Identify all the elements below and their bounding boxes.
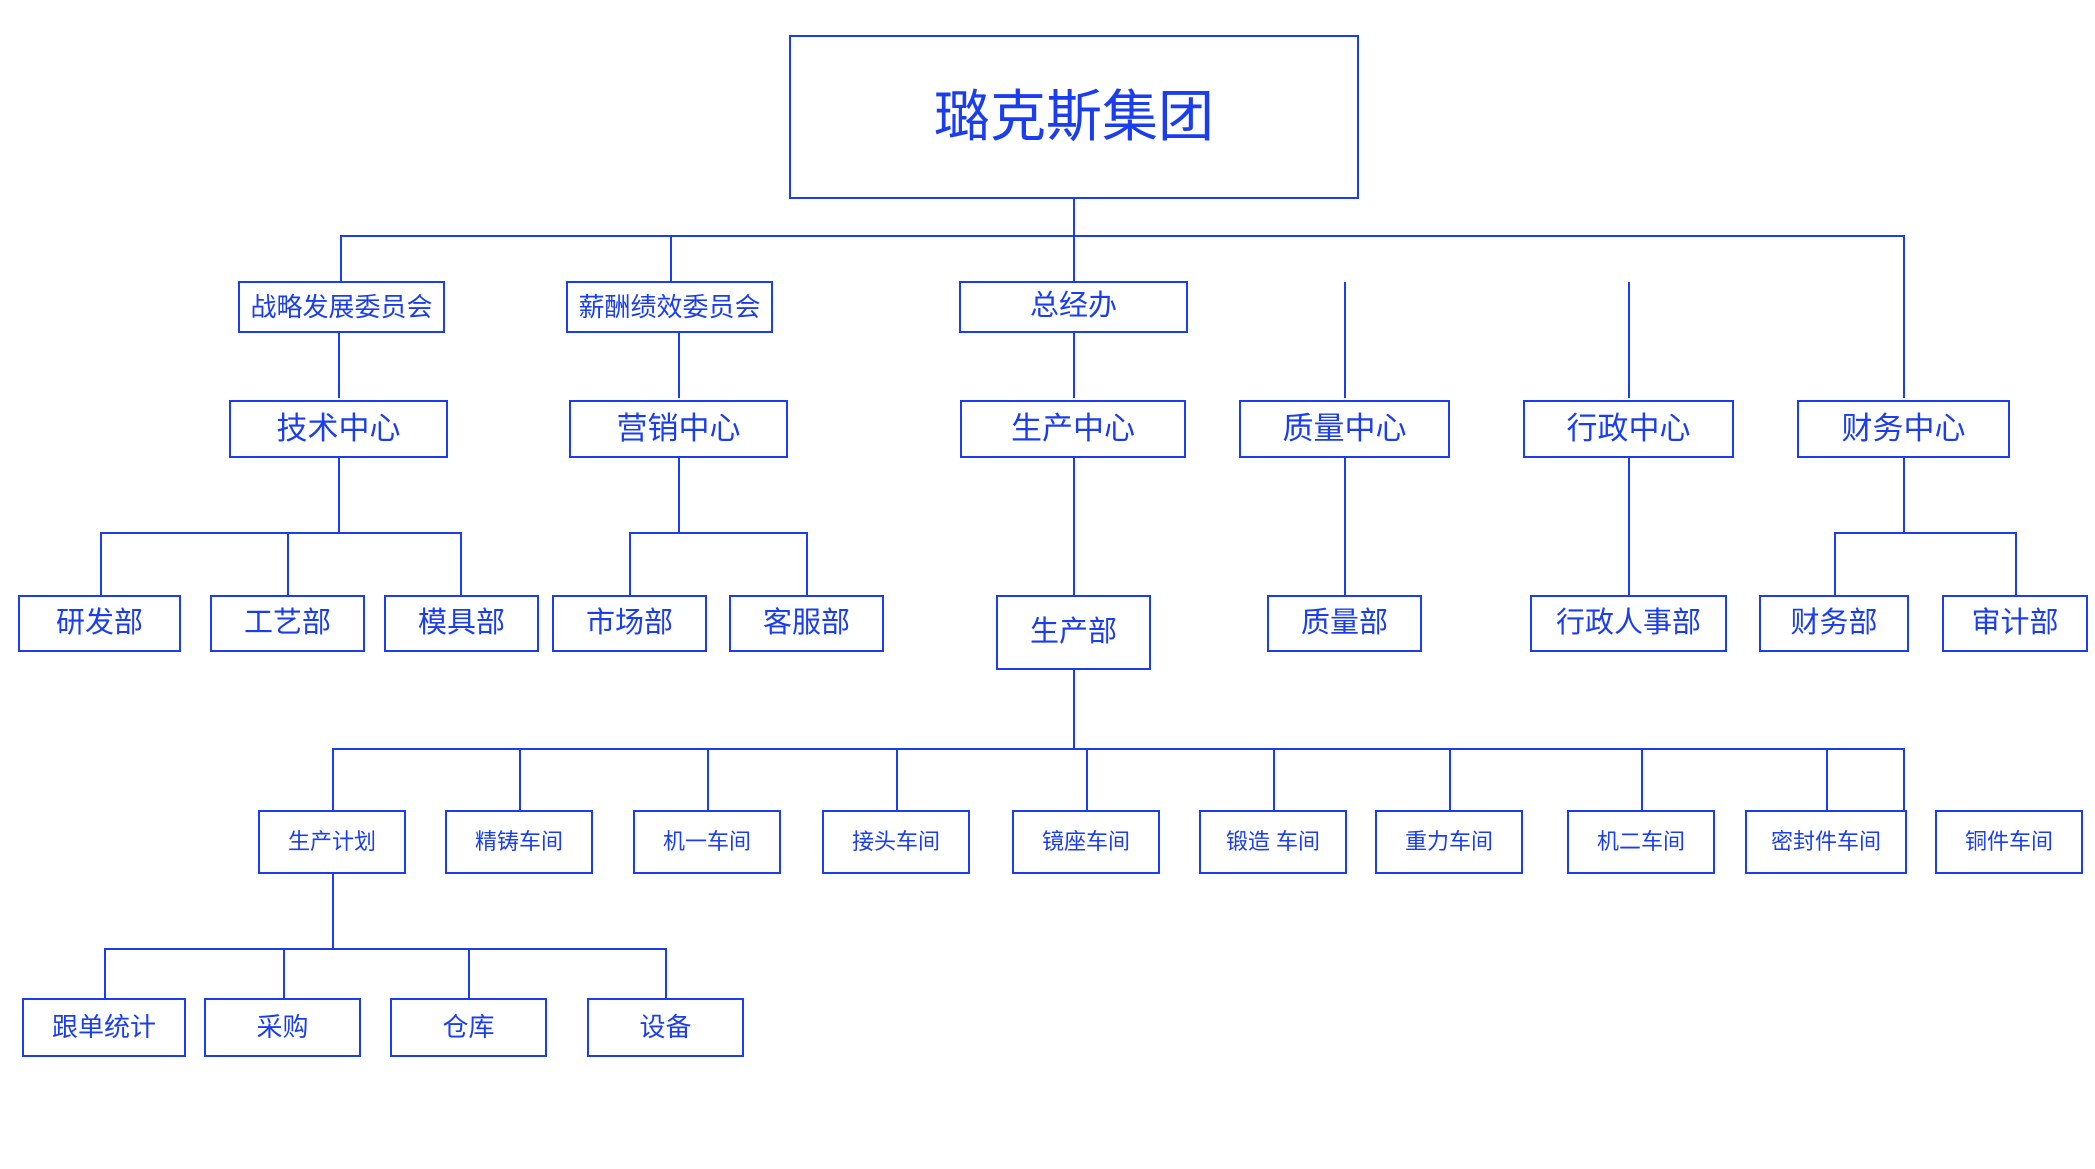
connector-fin-to-findept [1834, 532, 1836, 595]
connector-fin-to-audit [2015, 532, 2017, 595]
connector-center-admin-stem [1628, 282, 1630, 398]
connector-ws-seal [1826, 748, 1828, 810]
connector-mkt-stem-down [678, 458, 680, 532]
node-workshop-joint[interactable]: 接头车间 [822, 810, 970, 874]
connector-unit-track [104, 948, 106, 998]
connector-tech-bus [100, 532, 460, 534]
node-root-company[interactable]: 璐克斯集团 [789, 35, 1359, 199]
node-center-quality[interactable]: 质量中心 [1239, 400, 1450, 458]
connector-qacenter-to-qadept [1344, 458, 1346, 595]
node-dept-rd[interactable]: 研发部 [18, 595, 181, 652]
node-unit-equipment[interactable]: 设备 [587, 998, 744, 1057]
node-workshop-copper-parts[interactable]: 铜件车间 [1935, 810, 2083, 874]
node-committee-strategy[interactable]: 战略发展委员会 [238, 281, 445, 333]
connector-ws-mirror [1086, 748, 1088, 810]
node-center-production[interactable]: 生产中心 [960, 400, 1186, 458]
connector-ws-mach1 [707, 748, 709, 810]
connector-center-mkt-stem [678, 282, 680, 398]
node-dept-quality[interactable]: 质量部 [1267, 595, 1422, 652]
connector-admincenter-to-hr [1628, 458, 1630, 595]
connector-tech-to-mold [460, 532, 462, 595]
node-workshop-machining-1[interactable]: 机一车间 [633, 810, 781, 874]
connector-tech-to-process [287, 532, 289, 595]
connector-main-bus [340, 235, 1904, 237]
node-dept-finance[interactable]: 财务部 [1759, 595, 1909, 652]
node-dept-admin-hr[interactable]: 行政人事部 [1530, 595, 1727, 652]
connector-unit-purchase [283, 948, 285, 998]
connector-ws-cast [519, 748, 521, 810]
node-workshop-sealing-parts[interactable]: 密封件车间 [1745, 810, 1907, 874]
node-unit-purchasing[interactable]: 采购 [204, 998, 361, 1057]
connector-mkt-to-market [629, 532, 631, 595]
connector-root-stem [1073, 199, 1075, 235]
connector-tech-stem-down [338, 458, 340, 532]
node-center-finance[interactable]: 财务中心 [1797, 400, 2010, 458]
connector-ws-forge [1273, 748, 1275, 810]
node-workshop-mirror-base[interactable]: 镜座车间 [1012, 810, 1160, 874]
connector-ws-plan [332, 748, 334, 810]
node-unit-warehouse[interactable]: 仓库 [390, 998, 547, 1057]
node-workshop-gravity[interactable]: 重力车间 [1375, 810, 1523, 874]
node-dept-production[interactable]: 生产部 [996, 595, 1151, 670]
connector-fin-bus [1834, 532, 2015, 534]
connector-drop-office [1073, 235, 1075, 281]
connector-ws-joint [896, 748, 898, 810]
connector-unit-equip [665, 948, 667, 998]
connector-units-bus [104, 948, 665, 950]
connector-mkt-to-service [806, 532, 808, 595]
connector-prodcenter-to-proddept [1073, 458, 1075, 595]
connector-drop-committee-2 [670, 235, 672, 281]
connector-drop-finance-center [1903, 235, 1905, 398]
connector-unit-warehouse [468, 948, 470, 998]
node-workshop-precision-casting[interactable]: 精铸车间 [445, 810, 593, 874]
node-committee-compensation[interactable]: 薪酬绩效委员会 [566, 281, 773, 333]
node-workshop-production-plan[interactable]: 生产计划 [258, 810, 406, 874]
node-general-manager-office[interactable]: 总经办 [959, 281, 1188, 333]
connector-ws-mach2 [1641, 748, 1643, 810]
connector-workshop-bus [332, 748, 1903, 750]
connector-plan-stem-down [332, 874, 334, 948]
connector-center-qa-stem [1344, 282, 1346, 398]
node-workshop-machining-2[interactable]: 机二车间 [1567, 810, 1715, 874]
node-center-marketing[interactable]: 营销中心 [569, 400, 788, 458]
node-dept-audit[interactable]: 审计部 [1942, 595, 2088, 652]
connector-center-tech-stem [338, 282, 340, 398]
connector-mkt-bus [629, 532, 806, 534]
node-dept-market[interactable]: 市场部 [552, 595, 707, 652]
node-workshop-forging[interactable]: 锻造 车间 [1199, 810, 1347, 874]
node-dept-mold[interactable]: 模具部 [384, 595, 539, 652]
connector-office-stem [1073, 332, 1075, 398]
node-unit-order-tracking[interactable]: 跟单统计 [22, 998, 186, 1057]
connector-ws-gravity [1449, 748, 1451, 810]
node-center-technology[interactable]: 技术中心 [229, 400, 448, 458]
connector-fincenter-stem-down [1903, 458, 1905, 532]
connector-tech-to-rd [100, 532, 102, 595]
connector-ws-copper [1903, 748, 1905, 810]
node-dept-process[interactable]: 工艺部 [210, 595, 365, 652]
connector-drop-committee-1 [340, 235, 342, 281]
connector-proddept-stem-down [1073, 670, 1075, 748]
node-center-administration[interactable]: 行政中心 [1523, 400, 1734, 458]
node-dept-customer-service[interactable]: 客服部 [729, 595, 884, 652]
